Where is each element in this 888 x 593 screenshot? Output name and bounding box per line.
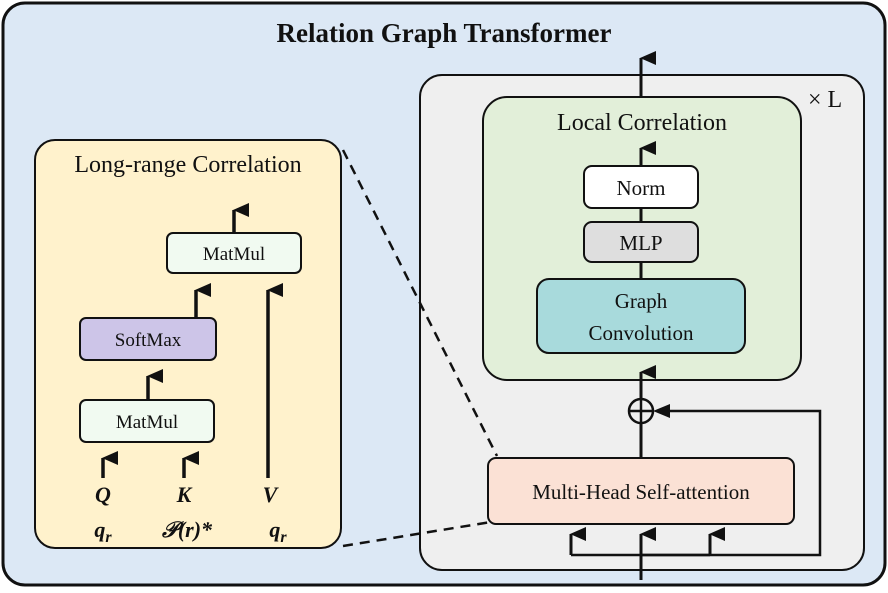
matmul-top-label: MatMul: [203, 244, 265, 265]
zoom-connector-bottom: [342, 520, 492, 548]
k-symbol: K: [176, 482, 193, 507]
v-source: qr: [269, 517, 287, 546]
residual-skip-arrowhead: [653, 404, 670, 418]
zoom-connector-top: [341, 149, 499, 457]
local-correlation-title: Local Correlation: [557, 110, 727, 136]
q-source: qr: [94, 517, 112, 546]
multi-head-attention-box: [487, 457, 795, 525]
v-symbol: V: [263, 482, 280, 507]
multi-head-attention-label: Multi-Head Self-attention: [532, 480, 750, 504]
residual-skip-connection: [641, 409, 822, 557]
graph-convolution-label-line2: Convolution: [588, 321, 694, 345]
diagram-title: Relation Graph Transformer: [277, 18, 612, 48]
graph-convolution-label-line1: Graph: [615, 289, 668, 313]
norm-label: Norm: [617, 176, 666, 200]
mlp-label: MLP: [619, 231, 662, 255]
long-range-correlation-title: Long-range Correlation: [74, 152, 301, 178]
q-symbol: Q: [95, 482, 111, 507]
matmul-bottom-label: MatMul: [116, 412, 178, 433]
repeat-count-label: × L: [808, 87, 842, 113]
softmax-box: [79, 317, 217, 361]
softmax-label: SoftMax: [115, 330, 182, 351]
k-source: 𝒫(r)*: [161, 517, 213, 542]
